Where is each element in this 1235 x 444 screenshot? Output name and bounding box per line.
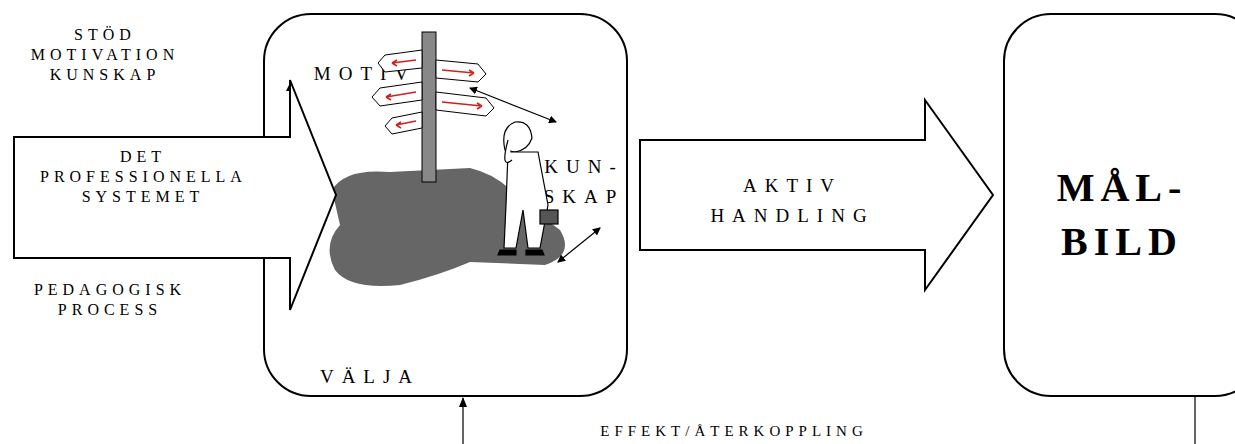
dimension-arrow bbox=[470, 88, 556, 122]
node-text: MOTIV bbox=[314, 59, 416, 89]
sign-post bbox=[422, 32, 436, 182]
node-text: PEDAGOGISK PROCESS bbox=[34, 280, 186, 320]
arrow-shape bbox=[14, 80, 336, 310]
node-text: KUN- SKAP bbox=[544, 152, 625, 212]
sign-board bbox=[436, 60, 486, 82]
sign-board bbox=[385, 112, 422, 134]
node-text: MÅL- BILD bbox=[1057, 161, 1188, 269]
edge-label: AKTIV HANDLING bbox=[710, 171, 874, 231]
connector bbox=[463, 397, 1195, 444]
sign-board bbox=[372, 82, 422, 106]
block-arrow-connector bbox=[640, 100, 993, 290]
rounded-box: MÅL- BILD bbox=[1003, 13, 1235, 397]
dimension-arrow bbox=[558, 228, 600, 262]
feedback-line bbox=[463, 397, 1195, 444]
shadow-shape bbox=[330, 168, 565, 286]
node-text: VÄLJA bbox=[320, 362, 420, 392]
block-arrow: STÖD MOTIVATION KUNSKAP DET PROFESSIONELL… bbox=[0, 0, 345, 330]
node-text: STÖD MOTIVATION KUNSKAP bbox=[31, 25, 179, 85]
connector bbox=[640, 100, 993, 290]
node-text: DET PROFESSIONELLA SYSTEMET bbox=[40, 147, 246, 207]
sign-board bbox=[436, 92, 494, 116]
edge-label: EFFEKT/ÅTERKOPPLING bbox=[600, 421, 868, 441]
